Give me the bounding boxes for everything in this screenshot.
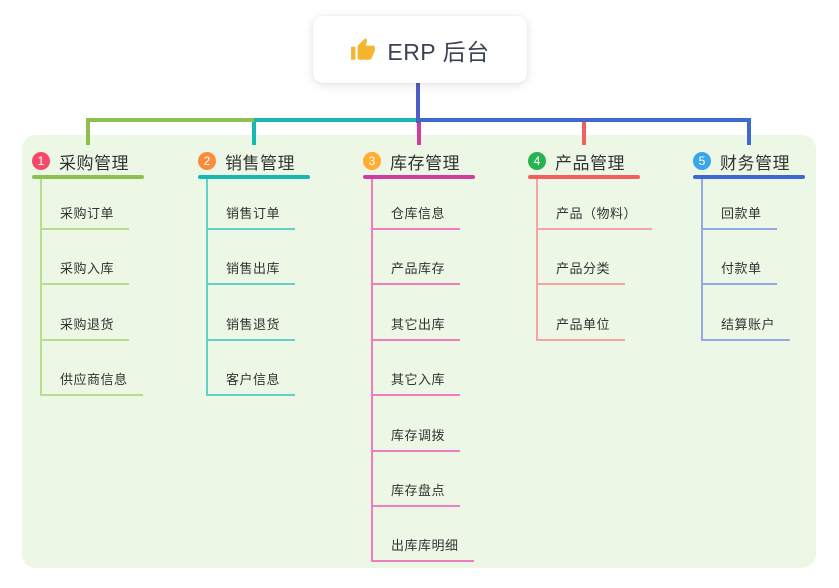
child-node[interactable]: 库存调拨 — [373, 396, 461, 452]
child-label: 出库库明细 — [391, 538, 459, 554]
child-node[interactable]: 出库库明细 — [373, 507, 474, 563]
branch-underline — [693, 175, 805, 179]
connector-drop-sales — [252, 118, 256, 145]
branch-finance-heading[interactable]: 5 财务管理 — [693, 150, 805, 173]
child-node[interactable]: 销售退货 — [208, 285, 296, 341]
branches-panel-background — [22, 135, 816, 568]
child-label: 其它出库 — [391, 316, 446, 332]
child-label: 付款单 — [721, 261, 762, 277]
child-node[interactable]: 客户信息 — [208, 341, 296, 397]
branch-children: 采购订单 采购入库 采购退货 供应商信息 — [40, 179, 143, 397]
child-label: 销售退货 — [226, 316, 281, 332]
branch-label: 采购管理 — [59, 153, 129, 173]
branch-inventory-heading[interactable]: 3 库存管理 — [363, 150, 475, 173]
branch-underline — [363, 175, 475, 179]
branch-underline — [528, 175, 640, 179]
branch-finance: 5 财务管理 回款单 付款单 结算账户 — [693, 150, 805, 341]
child-node[interactable]: 付款单 — [703, 230, 777, 286]
child-node[interactable]: 销售订单 — [208, 179, 296, 230]
thumbs-up-icon — [351, 37, 376, 60]
branch-product-heading[interactable]: 4 产品管理 — [528, 150, 640, 173]
branch-children: 产品（物料） 产品分类 产品单位 — [536, 179, 653, 341]
connector-bus-left-green — [86, 118, 254, 122]
child-label: 产品分类 — [556, 261, 611, 277]
branch-product: 4 产品管理 产品（物料） 产品分类 产品单位 — [528, 150, 653, 341]
branch-label: 销售管理 — [225, 153, 295, 173]
child-label: 供应商信息 — [60, 372, 128, 388]
child-node[interactable]: 产品库存 — [373, 230, 461, 286]
branch-label: 财务管理 — [720, 153, 790, 173]
branch-number-badge: 4 — [528, 152, 546, 170]
child-label: 结算账户 — [721, 316, 776, 332]
branch-number-badge: 3 — [363, 152, 381, 170]
child-node[interactable]: 其它出库 — [373, 285, 461, 341]
child-label: 销售出库 — [226, 261, 281, 277]
root-connector-line — [416, 83, 420, 123]
child-label: 产品库存 — [391, 261, 446, 277]
child-label: 产品（物料） — [556, 206, 638, 221]
child-label: 客户信息 — [226, 372, 281, 388]
child-label: 采购入库 — [60, 261, 115, 277]
branch-purchase: 1 采购管理 采购订单 采购入库 采购退货 供应商信息 — [32, 150, 144, 397]
branch-sales: 2 销售管理 销售订单 销售出库 销售退货 客户信息 — [198, 150, 310, 397]
child-label: 采购订单 — [60, 206, 115, 221]
child-node[interactable]: 产品分类 — [538, 230, 626, 286]
branch-children: 仓库信息 产品库存 其它出库 其它入库 库存调拨 库存盘点 出库库明细 — [371, 179, 474, 563]
branch-children: 销售订单 销售出库 销售退货 客户信息 — [206, 179, 296, 397]
branch-sales-heading[interactable]: 2 销售管理 — [198, 150, 310, 173]
connector-bus-right-blue — [419, 118, 751, 122]
branch-label: 产品管理 — [555, 153, 625, 173]
branch-label: 库存管理 — [390, 153, 460, 173]
child-label: 销售订单 — [226, 206, 281, 221]
child-node[interactable]: 采购订单 — [42, 179, 130, 230]
child-label: 回款单 — [721, 206, 762, 221]
child-node[interactable]: 回款单 — [703, 179, 777, 230]
branch-number-badge: 5 — [693, 152, 711, 170]
child-node[interactable]: 结算账户 — [703, 285, 791, 341]
child-node[interactable]: 采购退货 — [42, 285, 130, 341]
root-title: ERP 后台 — [387, 38, 490, 65]
child-label: 库存盘点 — [391, 482, 446, 498]
child-node[interactable]: 仓库信息 — [373, 179, 461, 230]
branch-underline — [32, 175, 144, 179]
child-node[interactable]: 供应商信息 — [42, 341, 143, 397]
child-node[interactable]: 销售出库 — [208, 230, 296, 286]
branch-number-badge: 2 — [198, 152, 216, 170]
connector-drop-inventory — [417, 118, 421, 145]
root-node[interactable]: ERP 后台 — [313, 16, 527, 83]
child-node[interactable]: 库存盘点 — [373, 452, 461, 507]
connector-bus-mid-teal — [254, 118, 419, 122]
branch-inventory: 3 库存管理 仓库信息 产品库存 其它出库 其它入库 库存调拨 库存盘点 出库库… — [363, 150, 475, 563]
child-node[interactable]: 采购入库 — [42, 230, 130, 286]
branch-number-badge: 1 — [32, 152, 50, 170]
connector-drop-purchase — [86, 118, 90, 145]
branch-underline — [198, 175, 310, 179]
child-label: 采购退货 — [60, 316, 115, 332]
child-label: 其它入库 — [391, 372, 446, 388]
child-label: 仓库信息 — [391, 206, 446, 221]
child-node[interactable]: 其它入库 — [373, 341, 461, 397]
child-label: 产品单位 — [556, 316, 611, 332]
connector-drop-finance — [747, 118, 751, 145]
branch-children: 回款单 付款单 结算账户 — [701, 179, 791, 341]
child-node[interactable]: 产品单位 — [538, 285, 626, 341]
child-label: 库存调拨 — [391, 427, 446, 443]
connector-drop-product — [582, 118, 586, 145]
child-node[interactable]: 产品（物料） — [538, 179, 653, 230]
branch-purchase-heading[interactable]: 1 采购管理 — [32, 150, 144, 173]
